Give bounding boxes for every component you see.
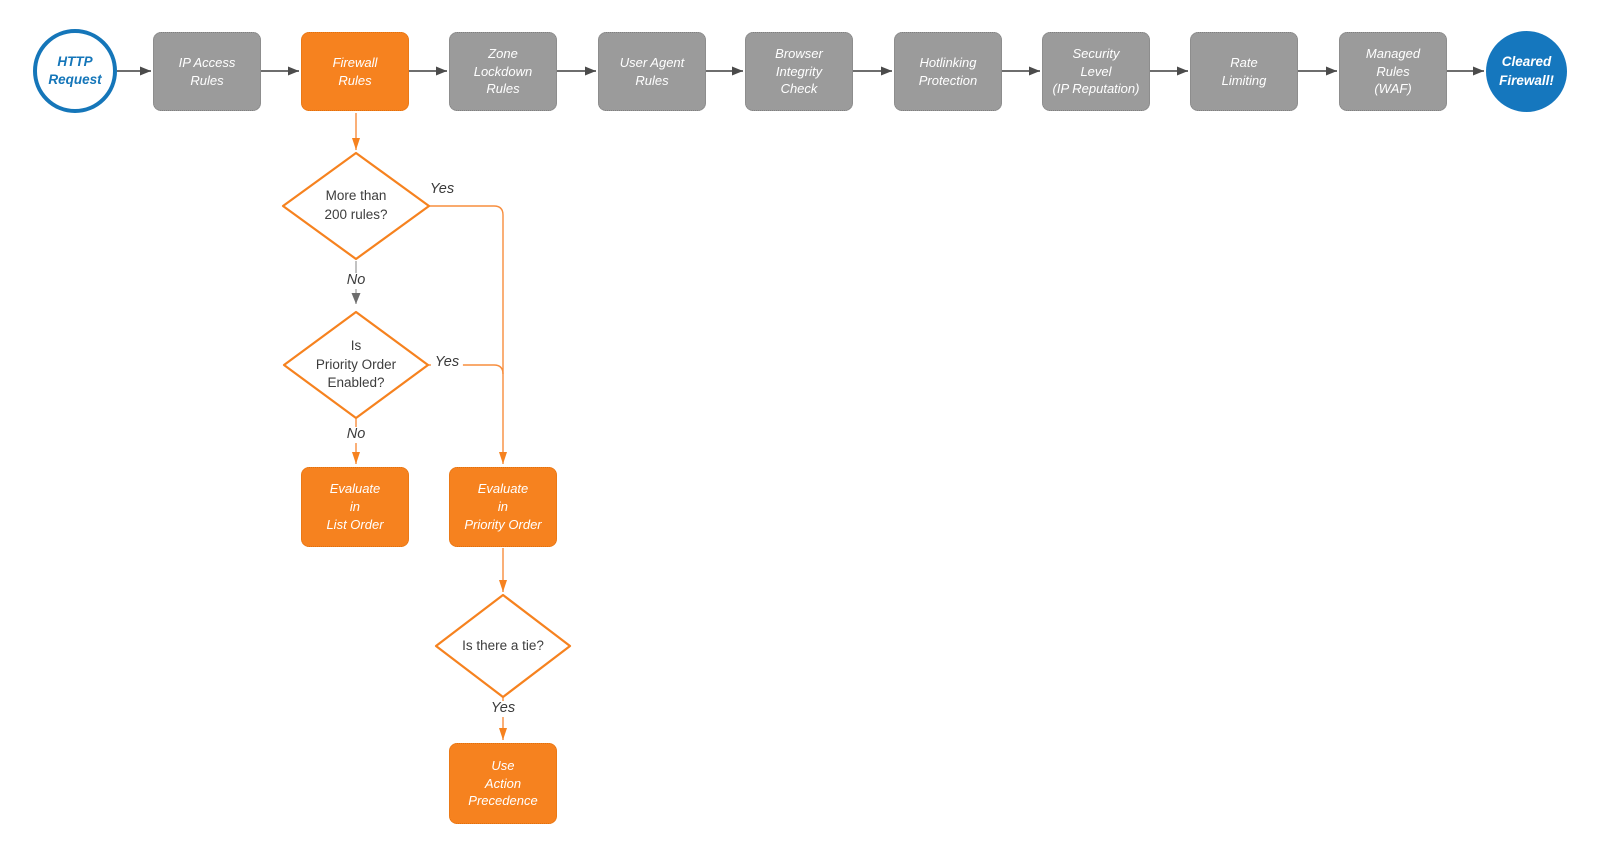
action-evaluate-in-priority-order: Evaluate in Priority Order [449,467,557,547]
stage-browser-integrity-check: Browser Integrity Check [745,32,853,111]
action-use-action-precedence: Use Action Precedence [449,743,557,824]
edge-label-no-2: No [342,426,370,443]
stage-zone-lockdown-rules: Zone Lockdown Rules [449,32,557,111]
edge-label-yes-2: Yes [430,354,464,371]
diamond-more-than-200-rules [281,151,431,261]
start-node-http-request: HTTP Request [33,29,117,113]
end-node-cleared-firewall: Cleared Firewall! [1486,31,1567,112]
stage-managed-rules-waf: Managed Rules (WAF) [1339,32,1447,111]
stage-firewall-rules: Firewall Rules [301,32,409,111]
stage-rate-limiting: Rate Limiting [1190,32,1298,111]
decision-label-is-there-a-tie: Is there a tie? [462,637,544,653]
decision-diamonds [281,151,572,699]
diamond-is-there-a-tie [434,593,572,699]
stage-ip-access-rules: IP Access Rules [153,32,261,111]
edge-label-no-1: No [342,272,370,289]
diamond-priority-order-enabled [282,310,430,420]
edge-label-yes-3: Yes [486,700,520,717]
stage-user-agent-rules: User Agent Rules [598,32,706,111]
edge-label-yes-1: Yes [425,181,459,198]
decision-label-priority-order-enabled: Is Priority Order Enabled? [315,337,397,391]
stage-hotlinking-protection: Hotlinking Protection [894,32,1002,111]
action-evaluate-in-list-order: Evaluate in List Order [301,467,409,547]
decision-label-more-than-200-rules: More than 200 rules? [324,188,388,222]
stage-security-level: Security Level (IP Reputation) [1042,32,1150,111]
